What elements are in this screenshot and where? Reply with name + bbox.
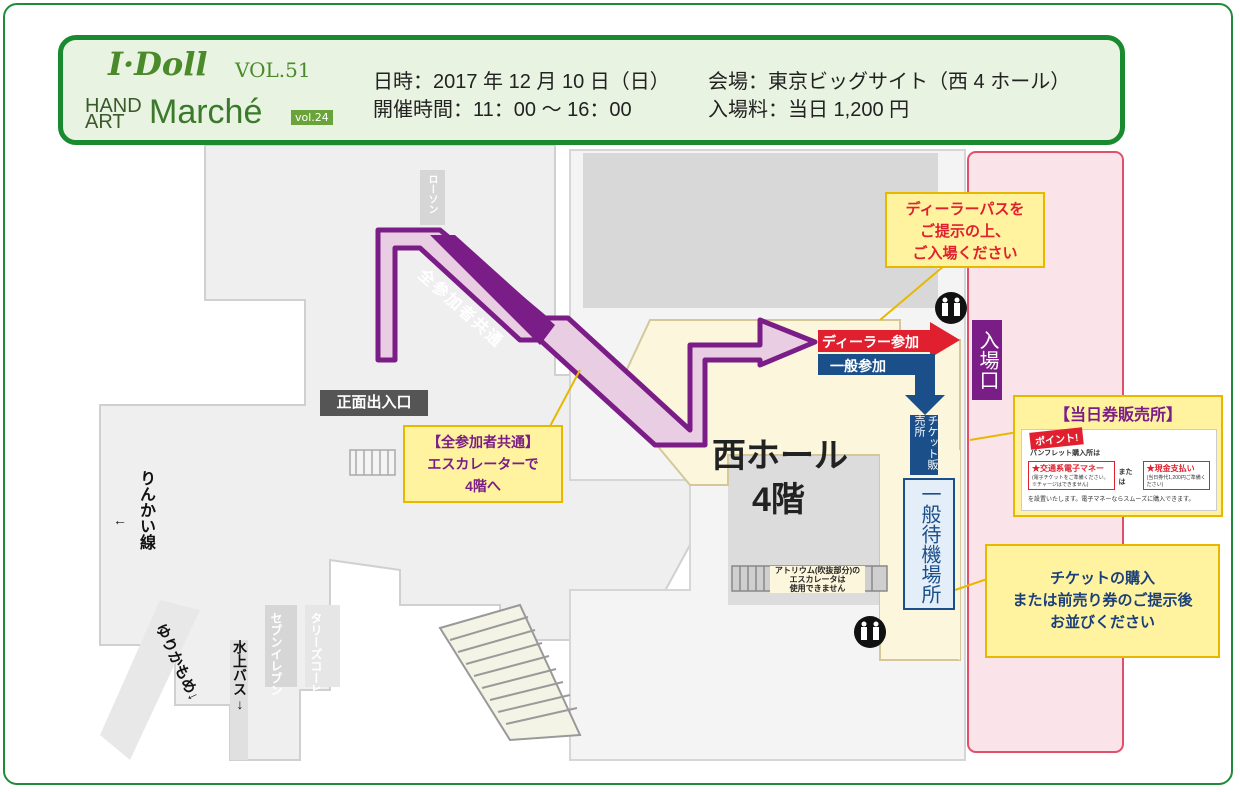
cash-label: ★現金支払い <box>1146 464 1195 473</box>
dealer-callout-line1: ディーラーパスを <box>905 201 1025 218</box>
event-date: 日時：2017 年 12 月 10 日（日） <box>373 71 670 93</box>
escalator-callout: 【全参加者共通】 エスカレーターで 4階へ <box>403 425 563 503</box>
main-entrance-label: 正面出入口 <box>320 390 428 416</box>
restroom-icon <box>935 292 967 324</box>
day-ticket-info: ポイント! パンフレット購入所は ★交通系電子マネー (電子チケットをご準備くだ… <box>1021 427 1217 511</box>
hand-art-logo: HAND ART <box>85 95 142 133</box>
ticket-callout-line2: または前売り券のご提示後 <box>1012 592 1193 609</box>
water-bus-label: 水上バス↓ <box>232 640 248 712</box>
ticket-callout-line1: チケットの購入 <box>1049 570 1155 587</box>
logo-hand-text: HAND <box>85 95 142 117</box>
date-time-block: 日時：2017 年 12 月 10 日（日） 開催時間：11：00 〜 16：0… <box>373 68 670 124</box>
escalator-stairs <box>438 603 582 742</box>
event-fee: 入場料：当日 1,200 円 <box>708 99 910 121</box>
day-ticket-title: 【当日券販売所】 <box>1053 407 1182 424</box>
dealer-callout-line2: ご提示の上、 <box>919 223 1010 240</box>
atrium-note-line1: アトリウム(吹抜部分)の <box>774 566 861 575</box>
tullys-block <box>305 605 340 687</box>
general-arrow <box>818 354 945 415</box>
escalator-callout-line1: 【全参加者共通】 <box>427 434 539 450</box>
tullys-label: タリーズコーヒー <box>309 612 323 708</box>
idoll-logo: I·Doll <box>108 45 208 83</box>
or-label: または <box>1118 469 1133 486</box>
general-participation-label: 一般参加 <box>830 358 886 374</box>
emoney-bottom-note: を設置いたします。電子マネーならスムーズに購入できます。 <box>1028 497 1195 503</box>
water-bus-path <box>230 640 248 760</box>
venue-block: 会場：東京ビッグサイト（西 4 ホール） 入場料：当日 1,200 円 <box>708 68 1070 124</box>
purple-label-band <box>430 235 555 345</box>
pamphlet-note: パンフレット購入所は <box>1030 450 1101 457</box>
emoney-box: ★交通系電子マネー (電子チケットをご準備ください。※チャージはできません) <box>1028 461 1115 490</box>
emoney-note: (電子チケットをご準備ください。※チャージはできません) <box>1032 475 1109 488</box>
marche-logo: Marché <box>149 93 263 131</box>
seven-eleven-block <box>265 605 297 687</box>
emoney-label: ★交通系電子マネー <box>1032 464 1104 473</box>
rinkai-line-label: りんかい線 <box>137 470 154 550</box>
event-hours: 開催時間：11：00 〜 16：00 <box>373 99 632 121</box>
event-info-header: I·Doll VOL.51 HAND ART Marché vol.24 日時：… <box>58 35 1125 145</box>
west-hall-label: 西ホール <box>712 437 848 475</box>
entrance-label: 入場口 <box>972 320 1002 400</box>
dealer-arrow <box>818 322 960 358</box>
ticket-office-label: チケット販売所 <box>910 415 938 475</box>
atrium-note-line3: 使用できません <box>789 584 846 593</box>
top-dark-block <box>583 153 938 308</box>
ticket-purchase-callout: チケットの購入 または前売り券のご提示後 お並びください <box>985 544 1220 658</box>
general-waiting-area-label: 一般待機場所 <box>903 478 955 610</box>
cash-note: (当日券代1,200円ご準備ください) <box>1146 475 1206 488</box>
event-venue: 会場：東京ビッグサイト（西 4 ホール） <box>708 71 1071 93</box>
lawson-block <box>420 170 445 225</box>
escalator-callout-line2: エスカレーターで <box>427 456 539 472</box>
escalator-callout-line3: 4階へ <box>465 478 501 494</box>
dealer-callout-line3: ご入場ください <box>912 245 1018 262</box>
logo-art-text: ART <box>85 111 125 133</box>
lawson-label: ローソン <box>426 174 437 214</box>
restroom-icon <box>854 616 886 648</box>
outer-frame <box>3 3 1233 785</box>
seven-eleven-label: セブンイレブン <box>269 612 283 696</box>
floor-label: 4階 <box>752 481 805 519</box>
cash-box: ★現金支払い (当日券代1,200円ご準備ください) <box>1142 461 1210 490</box>
dealer-pass-callout: ディーラーパスを ご提示の上、 ご入場ください <box>885 192 1045 268</box>
yurikamome-line <box>100 600 200 760</box>
marche-vol: vol.24 <box>291 110 333 125</box>
small-stairs <box>349 449 396 476</box>
idoll-vol: VOL.51 <box>235 58 311 82</box>
point-badge: ポイント! <box>1029 427 1085 450</box>
ticket-callout-line3: お並びください <box>1049 614 1155 631</box>
atrium-note-line2: エスカレータは <box>789 575 846 584</box>
day-ticket-panel: 【当日券販売所】 ポイント! パンフレット購入所は ★交通系電子マネー (電子チ… <box>1013 395 1223 517</box>
dealer-participation-label: ディーラー参加 <box>822 334 920 350</box>
payment-methods: ★交通系電子マネー (電子チケットをご準備ください。※チャージはできません) ま… <box>1028 461 1210 490</box>
atrium-escalator-note: アトリウム(吹抜部分)の エスカレータは 使用できません <box>770 566 865 593</box>
rinkai-arrow: ← <box>113 512 127 528</box>
